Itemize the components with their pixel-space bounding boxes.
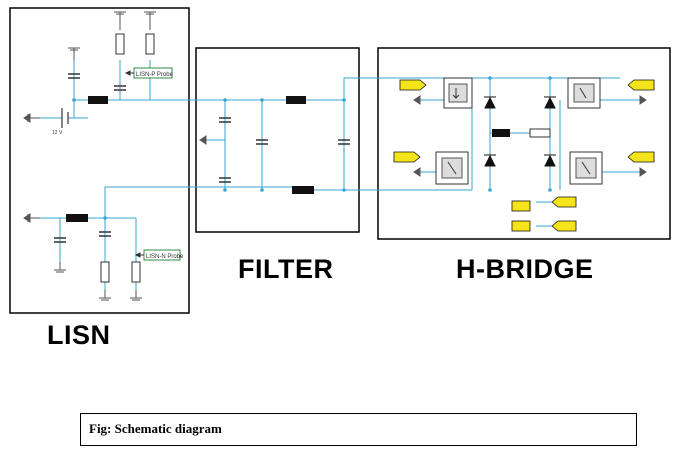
lisn-p-probe-label: LISN-P Probe — [136, 72, 174, 78]
port-tag-right-2 — [627, 151, 655, 163]
filter-block-title: FILTER — [238, 254, 334, 284]
lisn-inductor-n — [66, 214, 88, 222]
switch-q4 — [569, 151, 603, 185]
diode-d4 — [544, 154, 556, 167]
inductors — [66, 96, 510, 222]
diode-d3 — [484, 154, 496, 167]
port-tag-right-1 — [627, 79, 655, 91]
schematic-diagram: LISN-P Probe LISN-N Probe 12 V — [9, 7, 671, 314]
battery-12v — [61, 108, 69, 128]
diodes — [484, 96, 556, 167]
diode-d2 — [544, 96, 556, 109]
figure-caption-box: Fig: Schematic diagram — [80, 413, 637, 446]
lisn-resistor-n1 — [100, 261, 110, 283]
filter-inductor-n — [292, 186, 314, 194]
port-tag-left-1 — [399, 79, 427, 91]
probe-arrows — [124, 70, 144, 258]
resistors — [100, 33, 551, 283]
lisn-block-title: LISN — [47, 320, 111, 350]
supply-voltage-label: 12 V — [52, 130, 63, 136]
node-dots — [72, 76, 552, 220]
capacitors — [54, 73, 350, 243]
motor-inductor — [492, 129, 510, 137]
port-tag-mid-4 — [551, 220, 577, 232]
lisn-block-frame — [9, 7, 190, 314]
port-tag-mid-2 — [551, 196, 577, 208]
port-tags — [393, 79, 655, 232]
filter-block-frame — [195, 47, 360, 233]
lisn-resistor-n2 — [131, 261, 141, 283]
port-tag-mid-1 — [511, 200, 531, 212]
motor-resistor — [529, 128, 551, 138]
ground-symbols — [23, 11, 647, 301]
port-tag-mid-3 — [511, 220, 531, 232]
switch-q1 — [443, 77, 473, 109]
hbridge-block-frame — [377, 47, 671, 240]
switch-q3 — [435, 151, 469, 185]
port-tag-left-2 — [393, 151, 421, 163]
lisn-n-probe-label: LISN-N Probe — [146, 254, 184, 260]
lisn-resistor-p2 — [145, 33, 155, 55]
diode-d1 — [484, 96, 496, 109]
figure-caption: Fig: Schematic diagram — [89, 421, 222, 436]
filter-inductor-p — [286, 96, 306, 104]
lisn-inductor-p — [88, 96, 108, 104]
lisn-resistor-p1 — [115, 33, 125, 55]
switch-q2 — [567, 77, 601, 109]
hbridge-block-title: H-BRIDGE — [456, 254, 594, 284]
